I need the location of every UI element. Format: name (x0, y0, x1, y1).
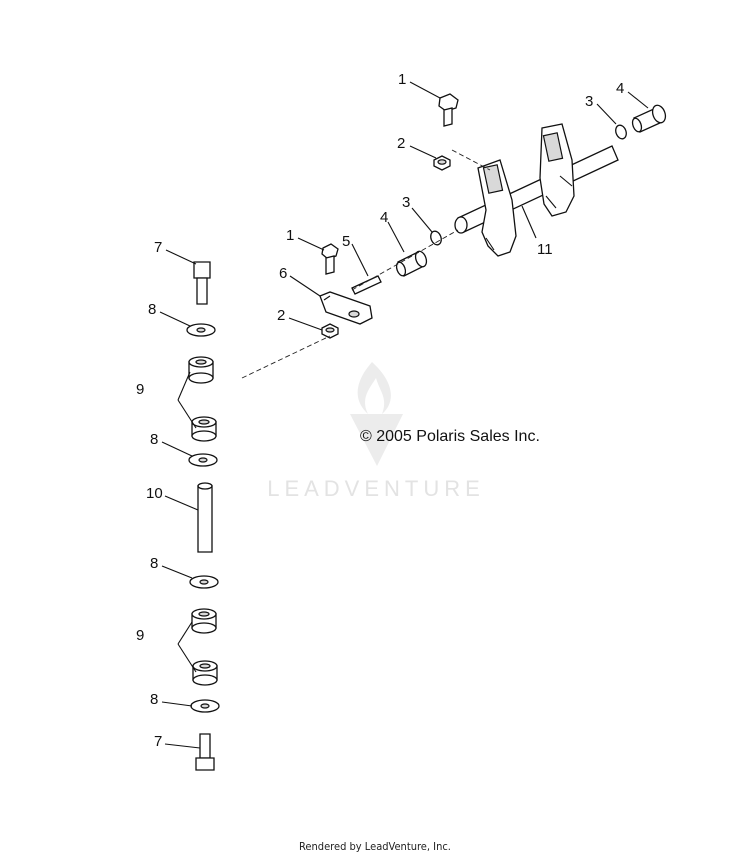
spacer-top-a (188, 356, 214, 384)
washer-c (189, 575, 219, 589)
rod (197, 482, 213, 553)
o-ring-middle (430, 230, 442, 246)
callout-8-c: 8 (150, 555, 158, 572)
callout-9-top: 9 (136, 381, 144, 398)
callout-11: 11 (537, 241, 553, 258)
callout-7-bottom: 7 (154, 733, 162, 750)
shaft-assembly (454, 123, 619, 257)
washer-b (188, 453, 218, 467)
callout-8-d: 8 (150, 691, 158, 708)
bolt-bottom (195, 733, 215, 771)
bolt-upper (438, 93, 459, 127)
nut-middle (321, 323, 339, 339)
assembly-line-upper (451, 149, 491, 171)
callout-6: 6 (279, 265, 287, 282)
bolt-top (193, 261, 211, 305)
callout-2-mid: 2 (277, 307, 285, 324)
callout-7-top: 7 (154, 239, 162, 256)
footer-credit: Rendered by LeadVenture, Inc. (299, 840, 451, 853)
washer-a (186, 323, 216, 337)
watermark-logo-icon (350, 362, 403, 466)
callout-4-mid: 4 (380, 209, 388, 226)
callout-9-bottom: 9 (136, 627, 144, 644)
leader-lines (159, 81, 649, 749)
callout-1-top: 1 (398, 71, 406, 88)
copyright-notice: © 2005 Polaris Sales Inc. (360, 428, 540, 445)
nut-upper (433, 155, 451, 171)
pin (351, 275, 382, 295)
bolt-middle (321, 243, 339, 275)
lever-arm (319, 291, 373, 325)
callout-10: 10 (146, 485, 163, 502)
bushing-middle (395, 250, 428, 277)
spacer-top-b (191, 416, 217, 442)
spacer-bottom-b (192, 660, 218, 686)
callout-1-mid: 1 (286, 227, 294, 244)
assembly-line-shaft (351, 229, 459, 291)
callout-2-top: 2 (397, 135, 405, 152)
callout-5: 5 (342, 233, 350, 250)
assembly-line-rod (241, 335, 331, 379)
callout-4-top: 4 (616, 80, 624, 97)
spacer-bottom-a (191, 608, 217, 634)
callout-3-mid: 3 (402, 194, 410, 211)
callout-3-top: 3 (585, 93, 593, 110)
washer-d (190, 699, 220, 713)
o-ring-upper (615, 124, 627, 140)
callout-8-b: 8 (150, 431, 158, 448)
watermark-text: LEADVENTURE (267, 476, 485, 501)
callout-8-a: 8 (148, 301, 156, 318)
bushing-upper (631, 104, 667, 133)
